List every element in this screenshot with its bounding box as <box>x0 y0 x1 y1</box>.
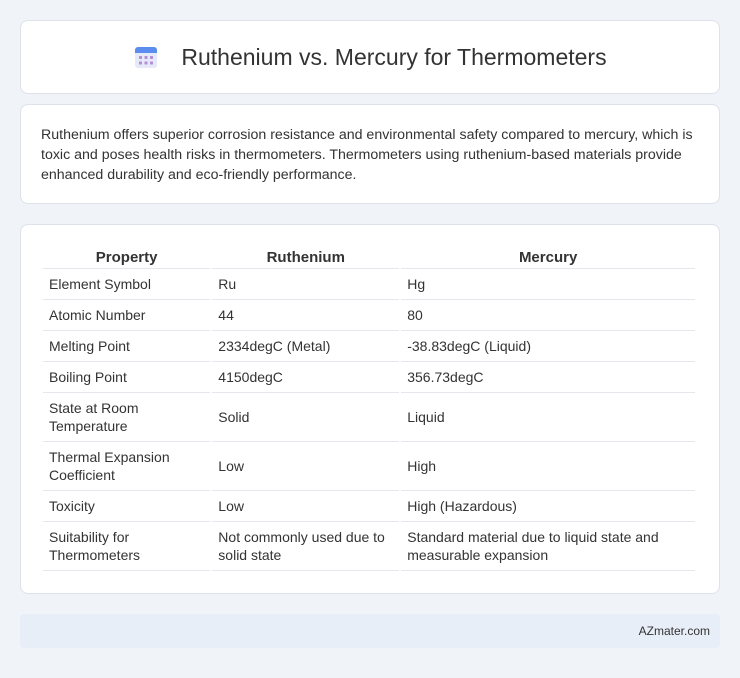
summary-card: Ruthenium offers superior corrosion resi… <box>20 104 720 204</box>
footer-source: AZmater.com <box>638 624 710 638</box>
table-cell-ruthenium: 4150degC <box>212 362 400 393</box>
table-cell-ruthenium: Solid <box>212 393 400 442</box>
header-mercury: Mercury <box>401 247 695 269</box>
table-row: State at Room Temperature Solid Liquid <box>43 393 695 442</box>
table-row: Suitability for Thermometers Not commonl… <box>43 522 695 571</box>
comparison-table-card: Property Ruthenium Mercury Element Symbo… <box>20 224 720 594</box>
table-row: Element Symbol Ru Hg <box>43 269 695 300</box>
table-cell-property: Boiling Point <box>43 362 211 393</box>
table-cell-ruthenium: 44 <box>212 300 400 331</box>
table-cell-property: Toxicity <box>43 491 211 522</box>
table-cell-property: State at Room Temperature <box>43 393 211 442</box>
header-property: Property <box>43 247 211 269</box>
table-cell-property: Atomic Number <box>43 300 211 331</box>
header-ruthenium: Ruthenium <box>212 247 400 269</box>
comparison-table: Property Ruthenium Mercury Element Symbo… <box>41 247 697 571</box>
table-cell-property: Suitability for Thermometers <box>43 522 211 571</box>
table-row: Melting Point 2334degC (Metal) -38.83deg… <box>43 331 695 362</box>
table-cell-ruthenium: 2334degC (Metal) <box>212 331 400 362</box>
table-cell-ruthenium: Ru <box>212 269 400 300</box>
table-cell-mercury: High <box>401 442 695 491</box>
table-cell-property: Thermal Expansion Coefficient <box>43 442 211 491</box>
table-cell-mercury: Hg <box>401 269 695 300</box>
table-row: Toxicity Low High (Hazardous) <box>43 491 695 522</box>
title-card: Ruthenium vs. Mercury for Thermometers <box>20 20 720 94</box>
footer-bar: AZmater.com <box>20 614 720 648</box>
table-cell-ruthenium: Not commonly used due to solid state <box>212 522 400 571</box>
table-cell-ruthenium: Low <box>212 442 400 491</box>
title-wrap: Ruthenium vs. Mercury for Thermometers <box>133 43 607 71</box>
table-cell-mercury: High (Hazardous) <box>401 491 695 522</box>
table-cell-mercury: 80 <box>401 300 695 331</box>
summary-text: Ruthenium offers superior corrosion resi… <box>41 127 693 183</box>
table-cell-mercury: -38.83degC (Liquid) <box>401 331 695 362</box>
calendar-icon <box>135 47 158 68</box>
table-row: Thermal Expansion Coefficient Low High <box>43 442 695 491</box>
table-cell-mercury: Liquid <box>401 393 695 442</box>
table-cell-property: Melting Point <box>43 331 211 362</box>
table-cell-mercury: Standard material due to liquid state an… <box>401 522 695 571</box>
table-header-row: Property Ruthenium Mercury <box>43 247 695 269</box>
table-row: Atomic Number 44 80 <box>43 300 695 331</box>
table-cell-mercury: 356.73degC <box>401 362 695 393</box>
table-cell-ruthenium: Low <box>212 491 400 522</box>
table-row: Boiling Point 4150degC 356.73degC <box>43 362 695 393</box>
table-cell-property: Element Symbol <box>43 269 211 300</box>
page-title: Ruthenium vs. Mercury for Thermometers <box>181 43 607 70</box>
